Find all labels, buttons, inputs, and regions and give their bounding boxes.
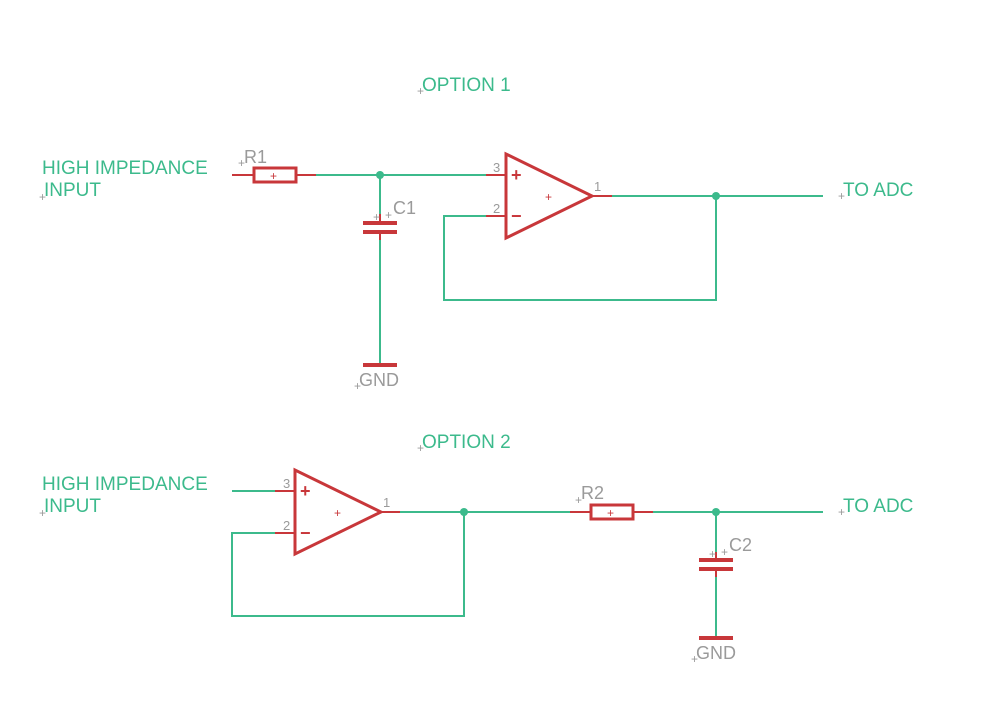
option-1-circuit: + OPTION 1 HIGH IMPEDANCE INPUT + + R1 + [39,75,913,393]
origin-mark: + [838,505,845,519]
feedback-wire [443,196,717,301]
junction-dot [460,508,468,516]
resistor-r1: + R1 + [232,147,316,184]
pin-number-2: 2 [283,518,290,533]
origin-mark: + [575,493,582,507]
input-label-line1: HIGH IMPEDANCE [42,158,208,179]
origin-mark: + [417,441,424,455]
input-label-line2: INPUT [44,496,101,517]
option-2-circuit: + OPTION 2 HIGH IMPEDANCE INPUT + + − + … [39,432,913,666]
wires [316,174,823,364]
origin-mark: + [691,652,698,666]
option-1-title: OPTION 1 [422,75,511,96]
origin-mark: + [373,210,380,224]
pin-number-1: 1 [594,179,601,194]
resistor-r1-label: R1 [244,147,267,167]
resistor-r2: + R2 + [570,483,653,521]
input-label-line2: INPUT [44,180,101,201]
junction-dot [376,171,384,179]
capacitor-c1-label: C1 [393,198,416,218]
non-inverting-sign: + [511,165,522,185]
origin-mark: + [545,190,552,204]
junction-dot [712,192,720,200]
inverting-sign: − [300,523,311,543]
op-amp-1: + − + 3 2 1 [486,151,612,241]
non-inverting-sign: + [300,481,311,501]
origin-mark: + [709,547,716,561]
pin-number-1: 1 [383,495,390,510]
capacitor-c1: + + C1 [363,198,416,240]
origin-mark: + [270,169,277,183]
origin-mark: + [385,208,392,222]
option-2-title: OPTION 2 [422,432,511,453]
origin-mark: + [238,156,245,170]
capacitor-c2-label: C2 [729,535,752,555]
output-label: TO ADC [843,180,913,201]
wires [231,490,823,637]
origin-mark: + [417,84,424,98]
origin-mark: + [354,379,361,393]
ground-label: GND [696,643,736,663]
ground-label: GND [359,370,399,390]
input-label-line1: HIGH IMPEDANCE [42,474,208,495]
feedback-wire [231,512,465,617]
ground-symbol: + GND [691,636,736,666]
pin-number-2: 2 [493,201,500,216]
pin-number-3: 3 [283,476,290,491]
origin-mark: + [607,506,614,520]
origin-mark: + [334,506,341,520]
origin-mark: + [838,189,845,203]
capacitor-c2: + + C2 [699,535,752,577]
origin-mark: + [721,545,728,559]
pin-number-3: 3 [493,160,500,175]
op-amp-2: + − + 3 2 1 [275,467,400,557]
ground-symbol: + GND [354,363,399,393]
inverting-sign: − [511,206,522,226]
origin-mark: + [39,190,46,204]
origin-mark: + [39,506,46,520]
output-label: TO ADC [843,496,913,517]
resistor-r2-label: R2 [581,483,604,503]
junction-dot [712,508,720,516]
